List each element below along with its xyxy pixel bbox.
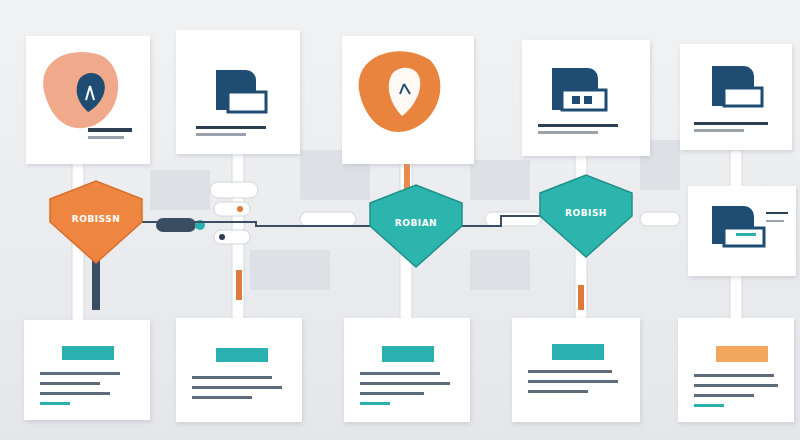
connector-line	[462, 216, 540, 226]
device-icon	[196, 70, 266, 136]
decision-diamond: ROBIAN	[370, 185, 462, 267]
device-icon	[712, 206, 788, 246]
device-icon	[538, 68, 618, 134]
connector-line	[142, 222, 370, 226]
pin-icon	[359, 51, 441, 132]
pin-icon	[43, 52, 132, 139]
decision-diamond: ROBISH	[540, 175, 632, 257]
device-icon	[694, 66, 768, 132]
decision-diamond: ROBISSN	[50, 181, 142, 263]
bottom-cards	[24, 318, 794, 422]
node-label: ROBISSN	[72, 214, 120, 224]
node-label: ROBISH	[565, 208, 607, 218]
node-label: ROBIAN	[395, 218, 437, 228]
top-cards	[26, 30, 796, 276]
stems	[72, 150, 742, 330]
